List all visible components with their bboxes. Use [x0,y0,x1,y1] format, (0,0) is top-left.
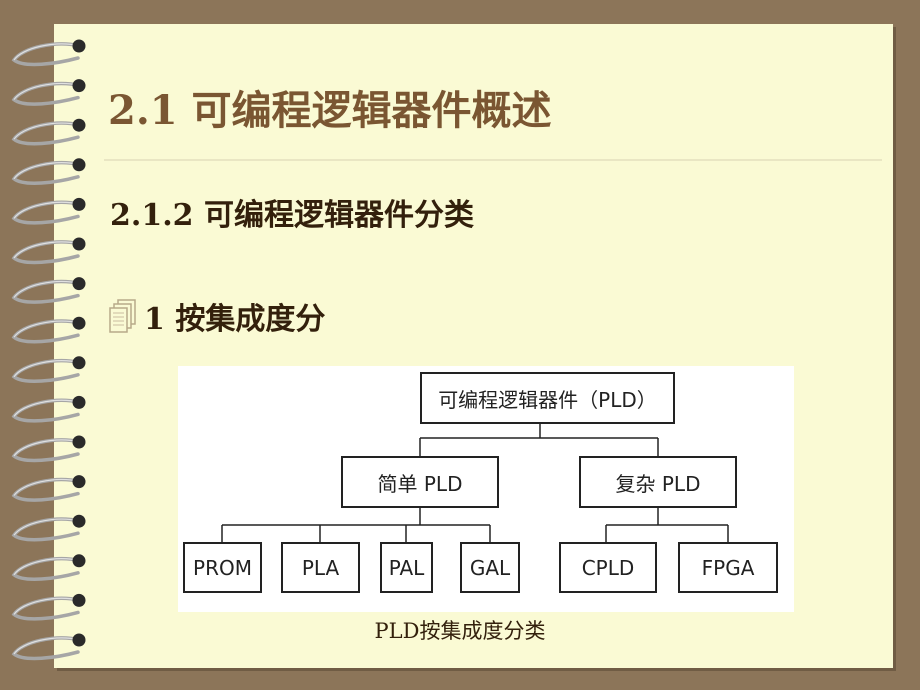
binding-hole [72,277,86,291]
spiral-ring [11,81,82,106]
spiral-ring [11,477,82,502]
pal-node: PAL [380,542,433,593]
spiral-ring [11,359,82,383]
binding-hole [72,395,86,409]
spiral-ring [11,200,82,225]
diagram-connectors [221,424,729,542]
prom-node: PROM [183,542,262,593]
spiral-ring [11,319,82,344]
root-node: 可编程逻辑器件（PLD） [420,372,675,424]
binding-hole [72,197,86,211]
spiral-ring [11,240,82,265]
spiral-ring [11,279,82,304]
bullet-text: 1 按集成度分 [144,302,326,337]
simple-pld-node: 简单 PLD [341,456,499,508]
spiral-ring [11,398,82,423]
fpga-node: FPGA [678,542,778,593]
gal-node: GAL [460,542,520,593]
pld-classification-diagram: 可编程逻辑器件（PLD） 简单 PLD 复杂 PLD PROM PLA PAL … [178,366,794,612]
binding-hole [72,79,86,93]
binding-hole [72,593,86,607]
spiral-ring [11,161,82,185]
complex-pld-node: 复杂 PLD [579,456,737,508]
title-divider [104,159,882,161]
binding-hole [72,554,86,568]
spiral-ring [11,517,82,542]
spiral-ring [11,557,82,581]
binding-hole [72,39,86,53]
spiral-ring [11,438,82,463]
binding-hole [72,356,86,370]
binding-hole [72,316,86,330]
diagram-caption: PLD按集成度分类 [374,619,546,643]
pages-icon [109,299,136,333]
binding-hole [72,435,86,449]
binding-hole [72,633,86,647]
slide-title: 2.1 可编程逻辑器件概述 [108,87,552,134]
spiral-binding [11,39,86,661]
bullet-item: 1 按集成度分 [108,294,325,338]
binding-hole [72,237,86,251]
spiral-ring [11,42,82,67]
spiral-ring [11,121,82,146]
slide-subtitle: 2.1.2 可编程逻辑器件分类 [110,198,474,233]
binding-hole [72,514,86,528]
cpld-node: CPLD [559,542,657,593]
binding-hole [72,158,86,172]
binding-hole [72,475,86,489]
pla-node: PLA [281,542,360,593]
binding-hole [72,118,86,132]
